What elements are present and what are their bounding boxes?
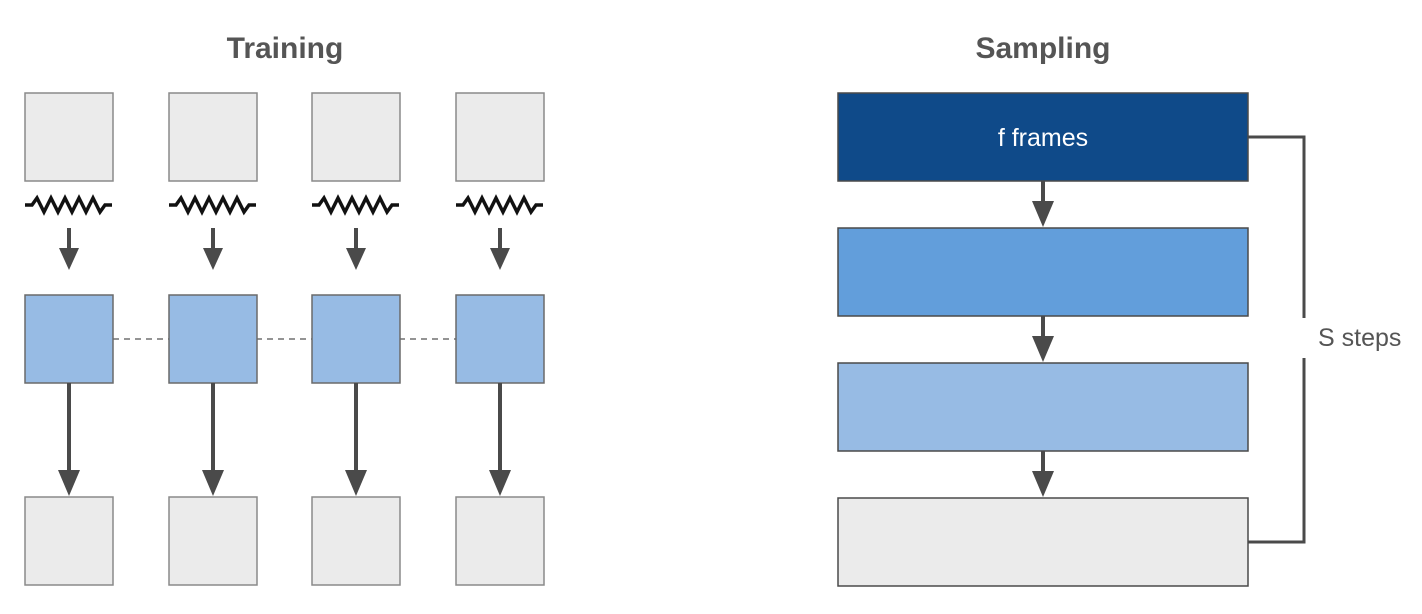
denoiser-box (168, 294, 258, 384)
training-column-3 (311, 92, 401, 586)
loop-label-gap (1296, 318, 1312, 358)
output-frame-box (24, 496, 114, 586)
f-frames-label: f frames (998, 124, 1088, 152)
training-title: Training (227, 32, 344, 65)
noise-zigzag-icon (312, 194, 399, 216)
training-column-2 (168, 92, 258, 586)
sampling-arrow-head (1032, 471, 1054, 497)
sampling-block-4 (837, 497, 1249, 587)
output-arrow-head (489, 470, 511, 496)
training-column-1 (24, 92, 114, 586)
training-column-4 (455, 92, 545, 586)
output-frame-box (168, 496, 258, 586)
sampling-arrow-head (1032, 201, 1054, 227)
noise-arrow-head (346, 248, 366, 270)
input-frame-box (168, 92, 258, 182)
input-frame-box (455, 92, 545, 182)
denoiser-box (24, 294, 114, 384)
sampling-block-2 (837, 227, 1249, 317)
noise-arrow-head (59, 248, 79, 270)
noise-zigzag-icon (456, 194, 543, 216)
input-frame-box (311, 92, 401, 182)
sampling-block-3 (837, 362, 1249, 452)
sampling-title: Sampling (975, 32, 1110, 65)
noise-zigzag-icon (169, 194, 256, 216)
denoiser-box (311, 294, 401, 384)
noise-arrow-head (490, 248, 510, 270)
output-arrow-head (58, 470, 80, 496)
loop-bracket (1248, 135, 1306, 544)
output-frame-box (311, 496, 401, 586)
output-arrow-head (345, 470, 367, 496)
output-frame-box (455, 496, 545, 586)
noise-zigzag-icon (25, 194, 112, 216)
noise-arrow-head (203, 248, 223, 270)
s-steps-label: S steps (1318, 324, 1401, 352)
denoiser-box (455, 294, 545, 384)
input-frame-box (24, 92, 114, 182)
sampling-arrow-head (1032, 336, 1054, 362)
output-arrow-head (202, 470, 224, 496)
